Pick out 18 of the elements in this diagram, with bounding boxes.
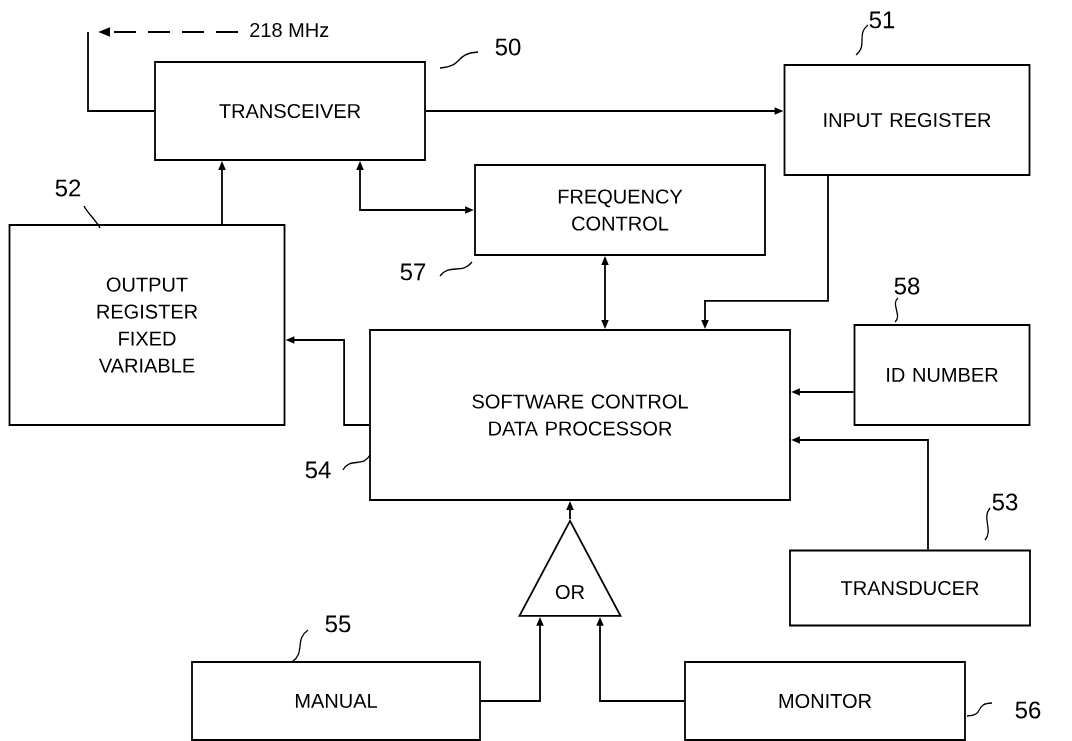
block-box: SOFTWARE CONTROL DATA PROCESSOR	[369, 329, 791, 501]
reference-number: 51	[855, 11, 895, 56]
reference-number: 58	[894, 277, 920, 323]
block-box: OUTPUT REGISTER FIXED VARIABLE	[8, 224, 286, 426]
block-box: FREQUENCY CONTROL	[474, 164, 766, 256]
block-box: TRANSCEIVER	[154, 61, 426, 161]
reference-number: 53	[984, 493, 1018, 541]
block-box: MONITOR	[684, 661, 966, 741]
block-box: INPUT REGISTER	[783, 64, 1031, 176]
reference-number: 55	[291, 615, 351, 663]
reference-number: 54	[305, 454, 371, 479]
frequency-label: 218 MHz	[250, 22, 329, 38]
reference-number: 57	[400, 261, 473, 281]
block-box: MANUAL	[191, 661, 481, 741]
reference-number: 56	[966, 701, 1041, 719]
block-box: TRANSDUCER	[789, 549, 1031, 627]
reference-number: 50	[439, 38, 521, 69]
block-box: ID NUMBER	[853, 324, 1031, 426]
